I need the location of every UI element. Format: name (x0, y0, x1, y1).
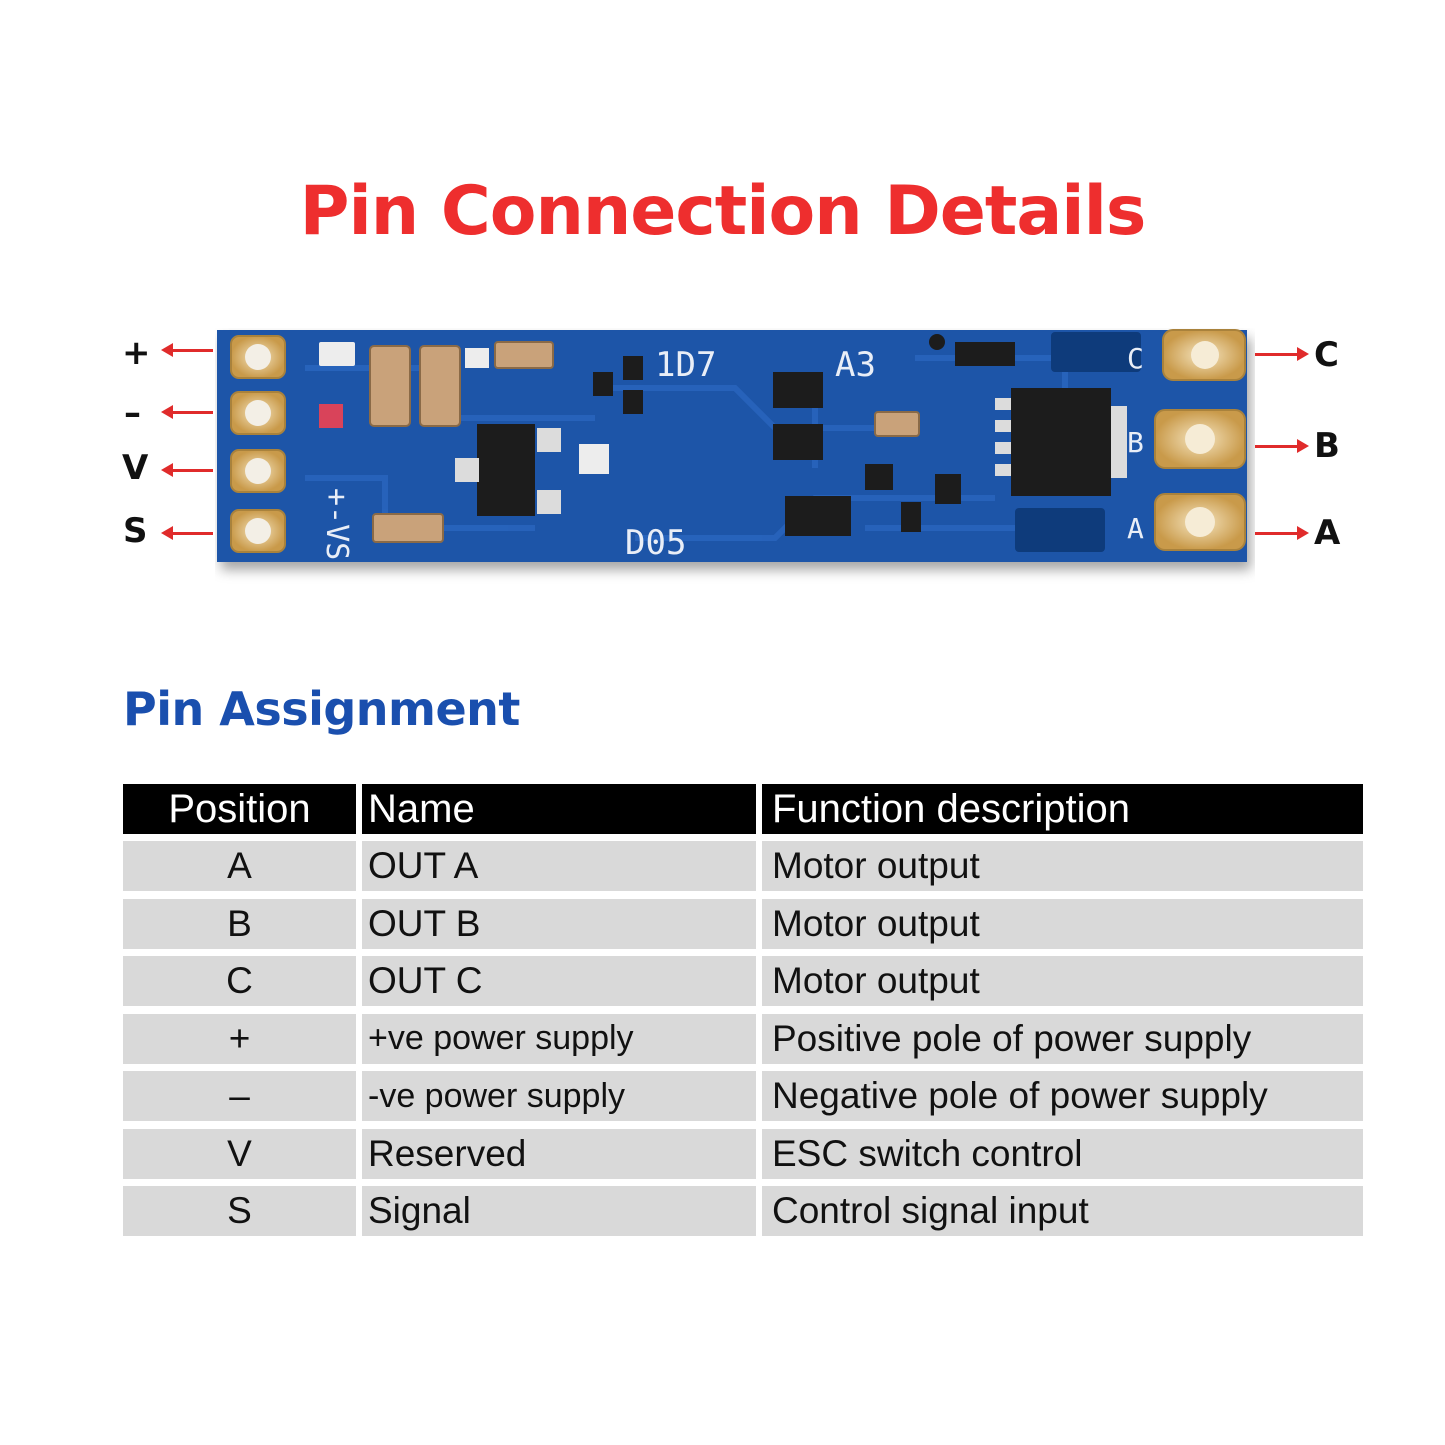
cell-function: Positive pole of power supply (762, 1013, 1363, 1064)
cell-position: A (123, 841, 356, 891)
table-row: S Signal Control signal input (123, 1186, 1363, 1236)
arrow-b (1255, 439, 1309, 453)
section-heading: Pin Assignment (123, 682, 520, 736)
table-row: + +ve power supply Positive pole of powe… (123, 1013, 1363, 1064)
cell-function: Motor output (762, 841, 1363, 891)
cell-function: ESC switch control (762, 1128, 1363, 1179)
pin-label-b: B (1314, 426, 1340, 466)
cell-position: + (123, 1013, 356, 1064)
pin-label-plus: + (122, 333, 151, 373)
page-title: Pin Connection Details (299, 172, 1147, 251)
cell-function: Control signal input (762, 1186, 1363, 1236)
arrow-a (1255, 526, 1309, 540)
pin-label-minus: – (124, 393, 141, 433)
pin-label-v: V (122, 448, 149, 488)
cell-function: Negative pole of power supply (762, 1071, 1363, 1121)
cell-name: OUT B (362, 898, 756, 949)
cell-name: -ve power supply (362, 1071, 756, 1121)
arrow-minus (161, 405, 213, 419)
pin-label-c: C (1314, 335, 1339, 375)
arrow-v (161, 463, 213, 477)
cell-function: Motor output (762, 956, 1363, 1006)
table-row: B OUT B Motor output (123, 898, 1363, 949)
cell-position: B (123, 898, 356, 949)
pin-assignment-table: Position Name Function description A OUT… (123, 784, 1363, 1244)
cell-position: V (123, 1128, 356, 1179)
cell-name: OUT C (362, 956, 756, 1006)
svg-text:B: B (1127, 426, 1144, 459)
table-row: V Reserved ESC switch control (123, 1128, 1363, 1179)
cell-name: OUT A (362, 841, 756, 891)
cell-name: Signal (362, 1186, 756, 1236)
header-name: Name (362, 784, 756, 834)
svg-text:C: C (1127, 342, 1144, 375)
cell-function: Motor output (762, 898, 1363, 949)
table-row: A OUT A Motor output (123, 841, 1363, 891)
pin-label-s: S (123, 511, 148, 551)
cell-position: C (123, 956, 356, 1006)
header-position: Position (123, 784, 356, 834)
svg-text:D05: D05 (625, 523, 686, 563)
arrow-plus (161, 343, 213, 357)
arrow-c (1255, 347, 1309, 361)
pcb-diagram: + – V S C B A (0, 318, 1445, 608)
svg-text:1D7: 1D7 (655, 345, 716, 385)
cell-name: Reserved (362, 1128, 756, 1179)
svg-text:+-VS: +-VS (319, 488, 354, 560)
table-row: C OUT C Motor output (123, 956, 1363, 1006)
pin-label-a: A (1314, 513, 1341, 553)
table-row: – -ve power supply Negative pole of powe… (123, 1071, 1363, 1121)
svg-text:A: A (1127, 512, 1144, 545)
table-header-row: Position Name Function description (123, 784, 1363, 834)
arrow-s (161, 526, 213, 540)
cell-position: S (123, 1186, 356, 1236)
svg-text:A3: A3 (835, 345, 876, 385)
cell-name: +ve power supply (362, 1013, 756, 1064)
esc-board-image: +-VS (217, 329, 1247, 563)
header-function: Function description (762, 784, 1363, 834)
cell-position: – (123, 1071, 356, 1121)
